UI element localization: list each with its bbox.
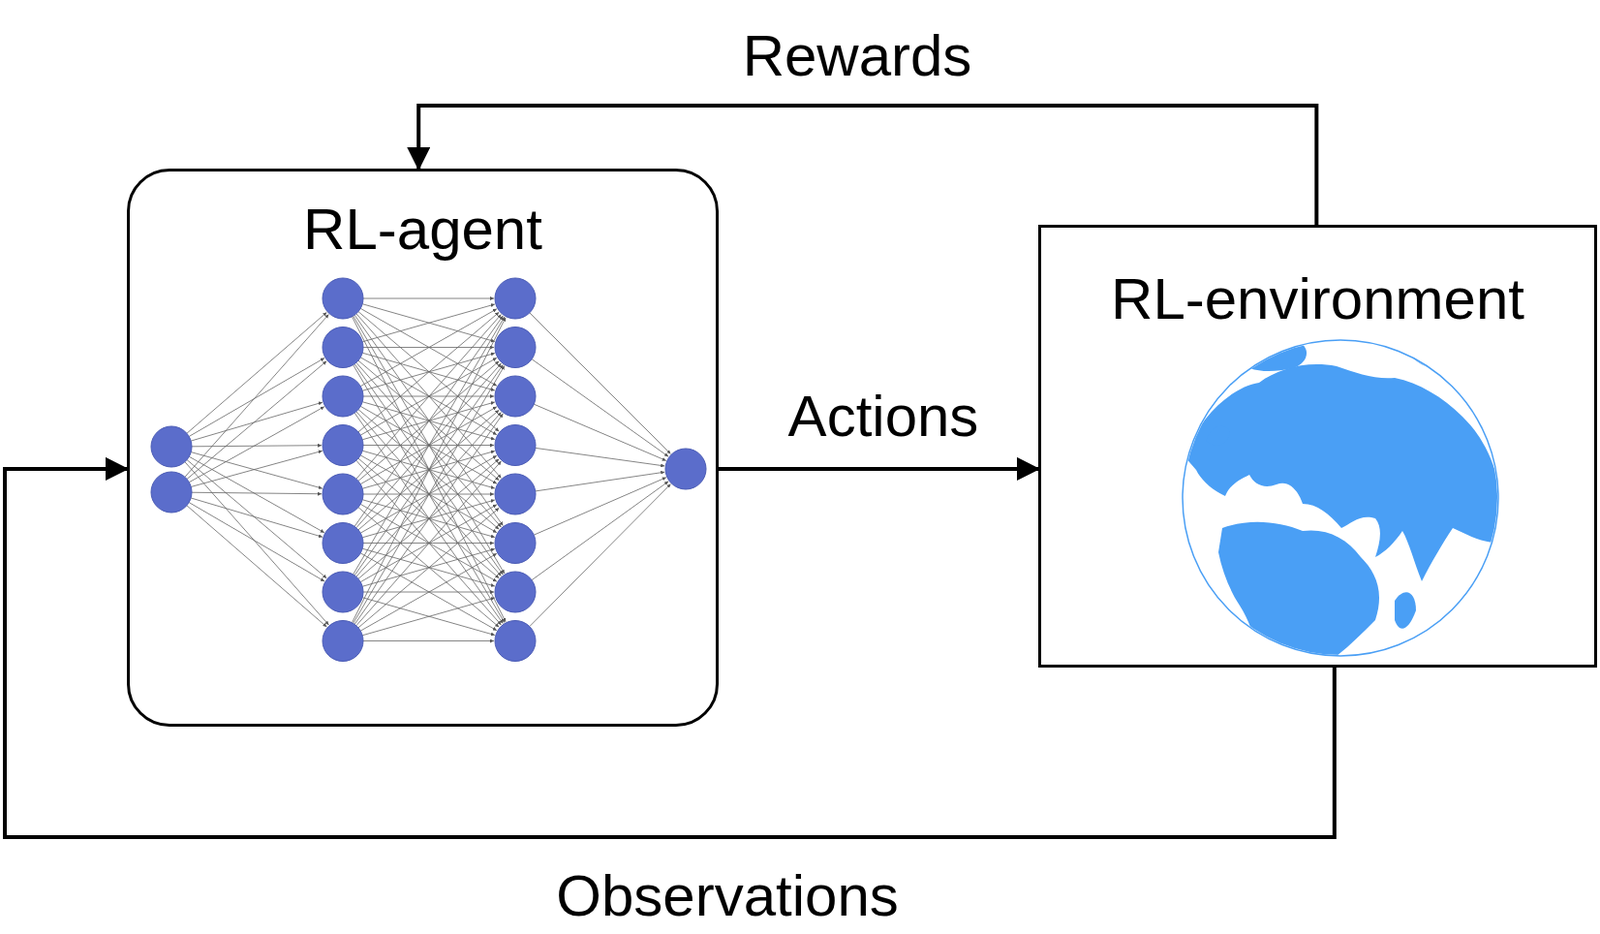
network-link [535,471,665,492]
network-link [190,497,323,537]
network-link [356,461,502,626]
network-link [531,359,669,458]
network-link [353,365,505,623]
network-link [360,503,497,582]
network-link [356,313,502,479]
network-link [362,401,495,440]
neuron [322,571,364,613]
network-link [354,413,503,624]
flow-arrow [418,105,1317,225]
network-link [362,352,495,391]
network-link [360,455,497,533]
neuron [494,571,536,613]
neuron [322,473,364,515]
flow-arrow [718,466,1039,471]
network-link [186,311,327,433]
network-link [360,357,497,435]
network-link [531,481,669,581]
network-link [529,484,672,627]
network-link [353,315,505,574]
network-connections [184,298,672,642]
network-link [363,640,494,642]
neuron [494,425,536,466]
neuron [322,327,364,369]
network-link [358,409,499,530]
network-link [362,597,495,636]
network-neurons [151,277,707,662]
neuron [494,327,536,369]
network-link [351,316,506,622]
network-link [358,507,499,628]
network-link [190,450,323,487]
neuron [322,523,364,564]
network-link [184,313,330,477]
network-link [351,317,506,623]
network-link [356,314,502,480]
network-link [358,360,499,481]
edge-label: Observations [552,866,903,925]
network-link [362,499,495,538]
neuron [322,620,364,662]
agent-box: RL-agent [126,168,719,727]
network-link [533,477,667,535]
neuron [494,523,536,564]
network-link [358,507,499,628]
network-link [186,505,328,627]
node-title: RL-environment [1041,270,1595,329]
network-link [362,450,495,489]
network-link [186,460,327,579]
network-link [188,456,325,532]
neuron [151,471,192,513]
network-link [188,406,324,483]
network-link [360,308,497,387]
network-link [360,405,497,484]
neuron [151,426,192,467]
network-link [190,401,323,441]
network-link [533,403,666,461]
network-link [353,316,505,575]
network-link [362,597,495,636]
neuron [494,620,536,662]
neuron [322,425,364,466]
network-link [360,553,497,631]
network-link [362,548,495,586]
edge-label: Rewards [738,27,977,86]
network-link [356,362,502,527]
neuron [322,277,364,319]
network-link [186,361,327,480]
environment-box: RL-environment [1038,224,1598,668]
network-link [362,304,495,342]
network-link [358,458,499,579]
network-link [188,502,325,582]
network-link [191,445,322,447]
network-link [353,365,505,623]
network-link [188,358,325,437]
node-title: RL-agent [129,200,716,259]
globe-icon [1152,339,1500,674]
network-link [191,492,322,494]
flow-arrow [4,468,1335,837]
network-link [363,298,494,300]
neuron [494,277,536,319]
network-link [184,461,330,625]
neuron [322,375,364,417]
edge-label: Actions [784,387,984,446]
neuron [665,448,707,490]
neuron [494,473,536,515]
neuron [494,375,536,417]
network-link [362,304,495,342]
network-link [535,447,665,466]
